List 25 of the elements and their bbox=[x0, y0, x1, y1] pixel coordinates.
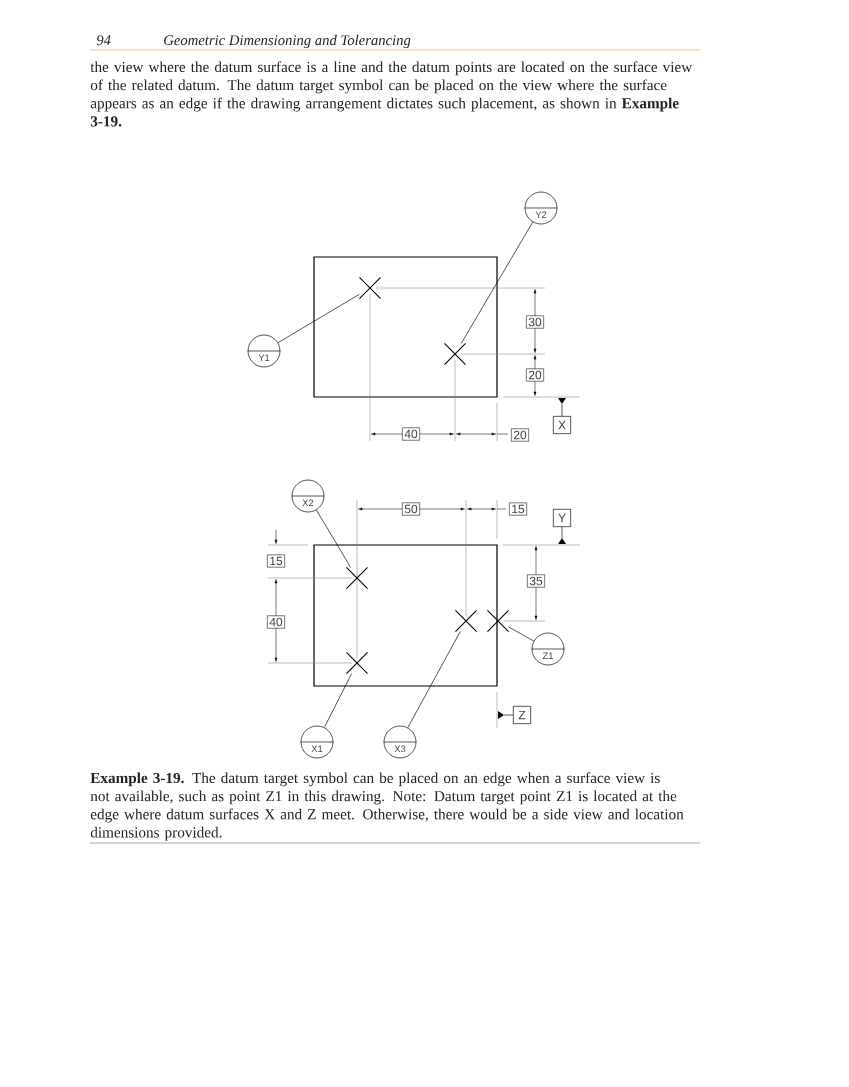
target-point bbox=[345, 651, 369, 675]
target-point bbox=[486, 609, 510, 633]
dimension-value: 20 bbox=[511, 428, 529, 442]
dimension-value: 20 bbox=[526, 368, 544, 382]
target-point bbox=[443, 342, 467, 366]
target-point bbox=[358, 276, 382, 300]
leader-line bbox=[460, 221, 534, 344]
dimension-value: 15 bbox=[509, 502, 527, 516]
leader-line bbox=[407, 631, 461, 728]
dimension-value: 40 bbox=[402, 427, 420, 441]
leader-line bbox=[277, 293, 360, 343]
dimension-value: 30 bbox=[526, 315, 544, 329]
target-point bbox=[345, 566, 369, 590]
leader-line bbox=[324, 673, 352, 728]
leader-line bbox=[508, 626, 535, 642]
body-paragraph: the view where the datum surface is a line and the datum points are located on the surface view of the related datum. The datum target symbol can be placed on the view where the surface appears as an edge if the drawing arrangement dictates such placement, as shown in Example 3-19. bbox=[90, 61, 693, 127]
dimension-value: 40 bbox=[267, 615, 285, 629]
leader-line bbox=[316, 509, 352, 568]
dimension-value: 15 bbox=[267, 554, 285, 568]
running-header: Geometric Dimensioning and Tolerancing bbox=[164, 34, 411, 49]
dimension-value: 50 bbox=[402, 502, 420, 516]
caption: Example 3-19. The datum target symbol can be placed on an edge when a surface view is not available, such as point Z1 in this drawing. Note: Datum target point Z1 is located at the edge where datum surfaces X and Z meet. Otherwise, there would be a side view and location dimensions provided. bbox=[90, 772, 684, 841]
page-number: 94 bbox=[96, 35, 111, 46]
dimension-value: 35 bbox=[527, 574, 545, 588]
target-point bbox=[454, 609, 478, 633]
